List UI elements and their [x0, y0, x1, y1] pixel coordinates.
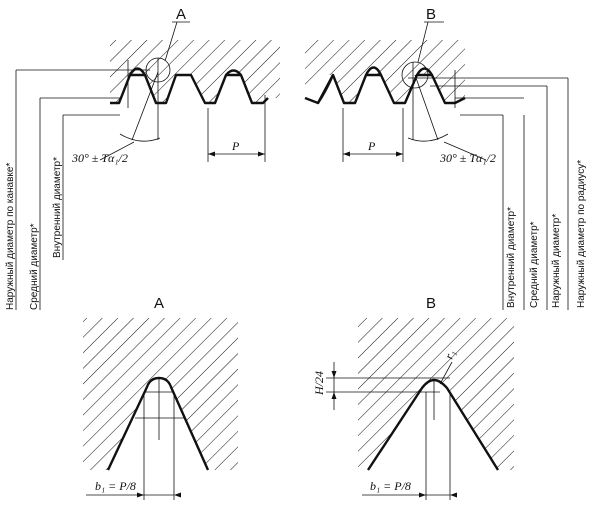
pitch-label-left: P [231, 139, 240, 153]
label-a-top: A [176, 6, 186, 23]
outer-diameter-label: Наружный диаметр* [551, 214, 562, 308]
pitch-diameter-label-right: Средний диаметр* [529, 221, 540, 308]
detail-view-b [326, 318, 514, 500]
outer-diameter-groove-label: Наружный диаметр по канавке* [5, 163, 16, 310]
detail-view-a [83, 318, 238, 500]
label-a-detail: A [154, 295, 164, 312]
inner-diameter-label-left: Внутренний диаметр* [52, 157, 63, 258]
detail-circle-b [401, 61, 429, 89]
angle-label-right: 30° ± Tα₁/2 [439, 151, 496, 165]
b1-label-left: b₁ = P/8 [95, 479, 136, 493]
b1-label-right: b₁ = P/8 [370, 479, 411, 493]
pitch-label-right: P [367, 139, 376, 153]
label-b-top: B [426, 6, 436, 23]
h24-label: H/24 [312, 371, 326, 396]
outer-diameter-radius-label: Наружный диаметр по радиусу* [576, 160, 587, 308]
label-b-detail: B [426, 295, 436, 312]
pitch-diameter-label-left: Средний диаметр* [29, 223, 40, 310]
inner-diameter-label-right: Внутренний диаметр* [506, 207, 517, 308]
angle-label-left: 30° ± Tα₁/2 [71, 151, 128, 165]
